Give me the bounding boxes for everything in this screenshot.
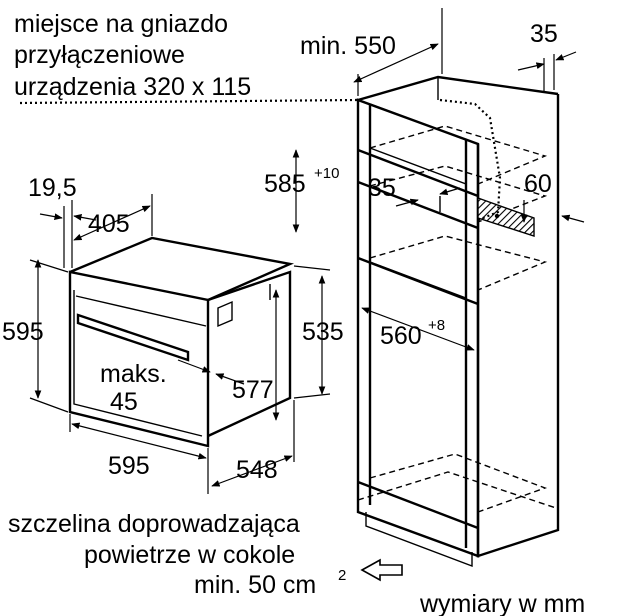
dim-front-offset: 19,5 — [28, 174, 77, 202]
dim-oven-depth-body: 405 — [88, 210, 130, 238]
dim-niche-height: 585 — [264, 170, 306, 198]
notes: miejsce na gniazdo przyłączeniowe urządz… — [8, 10, 585, 616]
dim-oven-depth: 548 — [236, 456, 278, 484]
dim-niche-height-tol: +10 — [314, 165, 339, 182]
socket-note-line2: przyłączeniowe — [14, 41, 185, 69]
socket-note-line1: miejsce na gniazdo — [14, 10, 228, 38]
dimension-labels: min. 550 35 585 +10 35 60 560 +8 19,5 40… — [2, 20, 558, 484]
cabinet-front-right — [476, 94, 560, 558]
dim-cabinet-wall: 35 — [530, 20, 558, 48]
socket-note-line3: urządzenia 320 x 115 — [14, 73, 251, 101]
dim-niche-width-tol: +8 — [428, 317, 445, 334]
dim-oven-height: 595 — [2, 318, 44, 346]
dim-oven-width: 595 — [108, 452, 150, 480]
oven-top — [69, 236, 295, 302]
vent-hatch — [477, 197, 535, 237]
oven-front — [68, 270, 210, 448]
cabinet-top — [357, 75, 559, 102]
air-inlet-arrow-icon — [360, 558, 403, 582]
dim-shelf-gap: 35 — [368, 174, 396, 202]
niche-floor-front — [357, 480, 479, 530]
dim-vent-depth: 60 — [524, 170, 552, 198]
air-gap-line2: powietrze w cokole — [84, 541, 295, 569]
oven — [68, 236, 295, 448]
oven-side — [207, 270, 292, 438]
units-note: wymiary w mm — [419, 590, 585, 616]
air-gap-line1: szczelina doprowadzająca — [8, 510, 300, 538]
dim-niche-depth: min. 550 — [300, 32, 396, 60]
dimension-lines — [19, 8, 585, 582]
air-gap-exponent: 2 — [338, 567, 346, 584]
air-gap-line3: min. 50 cm — [194, 571, 316, 599]
dim-max-label: maks. — [100, 360, 167, 388]
dim-niche-width: 560 — [380, 322, 422, 350]
dim-body-height: 535 — [302, 318, 344, 346]
dim-max-value: 45 — [110, 388, 138, 416]
oven-handle — [76, 313, 190, 362]
dim-inner-height: 577 — [232, 376, 274, 404]
